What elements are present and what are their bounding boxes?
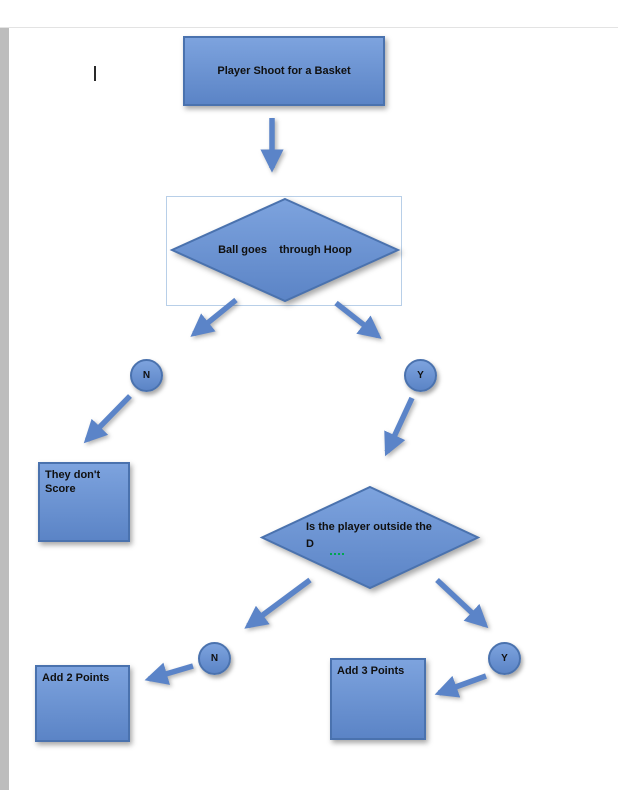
branch-n1-node[interactable]: N (130, 359, 163, 392)
arrow-n1-to-noscore[interactable] (83, 394, 132, 444)
branch-n1-label: N (142, 370, 151, 381)
branch-y2-node[interactable]: Y (488, 642, 521, 675)
arrow-hoop-to-y1[interactable] (334, 300, 382, 339)
add-2-points-label: Add 2 Points (42, 672, 110, 684)
add-3-points-node[interactable]: Add 3 Points (330, 658, 426, 740)
add-3-points-label: Add 3 Points (337, 665, 405, 677)
branch-y1-label: Y (417, 370, 424, 381)
decision-hoop-node[interactable] (169, 197, 401, 303)
branch-y1-node[interactable]: Y (404, 359, 437, 392)
arrow-y1-to-outside[interactable] (384, 396, 415, 457)
arrow-y2-to-add3[interactable] (434, 673, 487, 698)
start-node-label: Player Shoot for a Basket (217, 65, 351, 77)
add-2-points-node[interactable]: Add 2 Points (35, 665, 130, 742)
arrow-n2-to-add2[interactable] (144, 662, 194, 685)
start-node[interactable]: Player Shoot for a Basket (183, 36, 385, 106)
decision-hoop-label: Ball goes through Hoop (218, 244, 352, 256)
branch-n2-node[interactable]: N (198, 642, 231, 675)
decision-outside-label: Is the player outside the D (306, 521, 432, 550)
spellcheck-underline (330, 553, 344, 555)
shape-selection-box (166, 196, 402, 306)
decision-outside-node[interactable] (259, 485, 481, 590)
page-left-margin (0, 28, 9, 790)
no-score-label: They don't Score (45, 469, 101, 495)
text-cursor (94, 66, 96, 81)
branch-n2-label: N (210, 653, 219, 664)
branch-y2-label: Y (501, 653, 508, 664)
no-score-node[interactable]: They don't Score (38, 462, 130, 542)
page-top-rule (0, 27, 618, 28)
